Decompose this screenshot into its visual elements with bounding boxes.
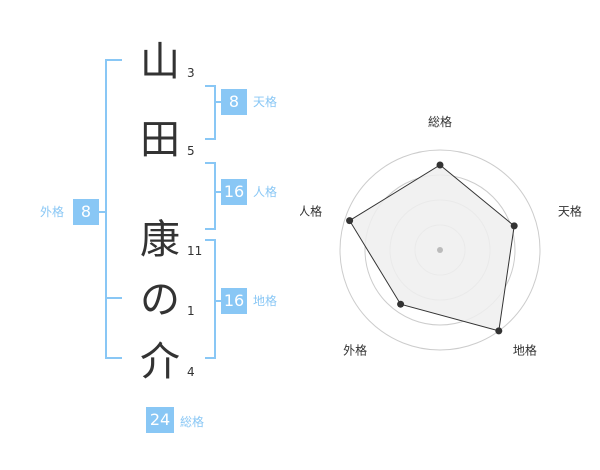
radar-center-dot [437, 247, 443, 253]
soukaku-value: 24 [146, 407, 174, 433]
radar-axis-label-1: 総格 [428, 114, 452, 129]
soukaku-label: 総格 [180, 415, 205, 429]
radar-point-4 [397, 300, 405, 308]
radar-axis-label-2: 天格 [558, 204, 582, 219]
chikaku-label: 地格 [253, 294, 278, 308]
stroke-count-3: 11 [187, 244, 203, 258]
radar-point-5 [346, 217, 354, 225]
stroke-count-4: 1 [187, 304, 195, 318]
name-char-2: 田 [140, 117, 180, 163]
tenkaku-label: 天格 [253, 95, 278, 109]
radar-area [348, 164, 515, 332]
tenkaku-value: 8 [221, 89, 247, 115]
name-char-1: 山 [140, 39, 180, 85]
radar-ring-4 [339, 149, 541, 351]
jinkaku-label: 人格 [253, 185, 278, 199]
radar-axis-label-5: 人格 [300, 204, 322, 219]
tenkaku-bracket [205, 85, 216, 140]
radar-point-2 [510, 222, 518, 230]
jinkaku-bracket [205, 162, 216, 230]
jinkaku-value: 16 [221, 179, 247, 205]
gaikaku-value: 8 [73, 199, 99, 225]
chikaku-value: 16 [221, 288, 247, 314]
name-char-4: の [140, 277, 180, 323]
chikaku-bracket [205, 239, 216, 359]
name-char-3: 康 [140, 217, 180, 263]
stroke-count-2: 5 [187, 144, 195, 158]
radar-axis-label-3: 地格 [513, 342, 537, 357]
name-char-5: 介 [140, 339, 180, 385]
stroke-count-5: 4 [187, 365, 195, 379]
gaikaku-label: 外格 [40, 205, 65, 219]
stroke-count-1: 3 [187, 66, 195, 80]
gaikaku-bracket [105, 59, 122, 359]
radar-point-3 [495, 327, 503, 335]
radar-point-1 [436, 161, 444, 169]
radar-axis-label-4: 外格 [343, 342, 367, 357]
